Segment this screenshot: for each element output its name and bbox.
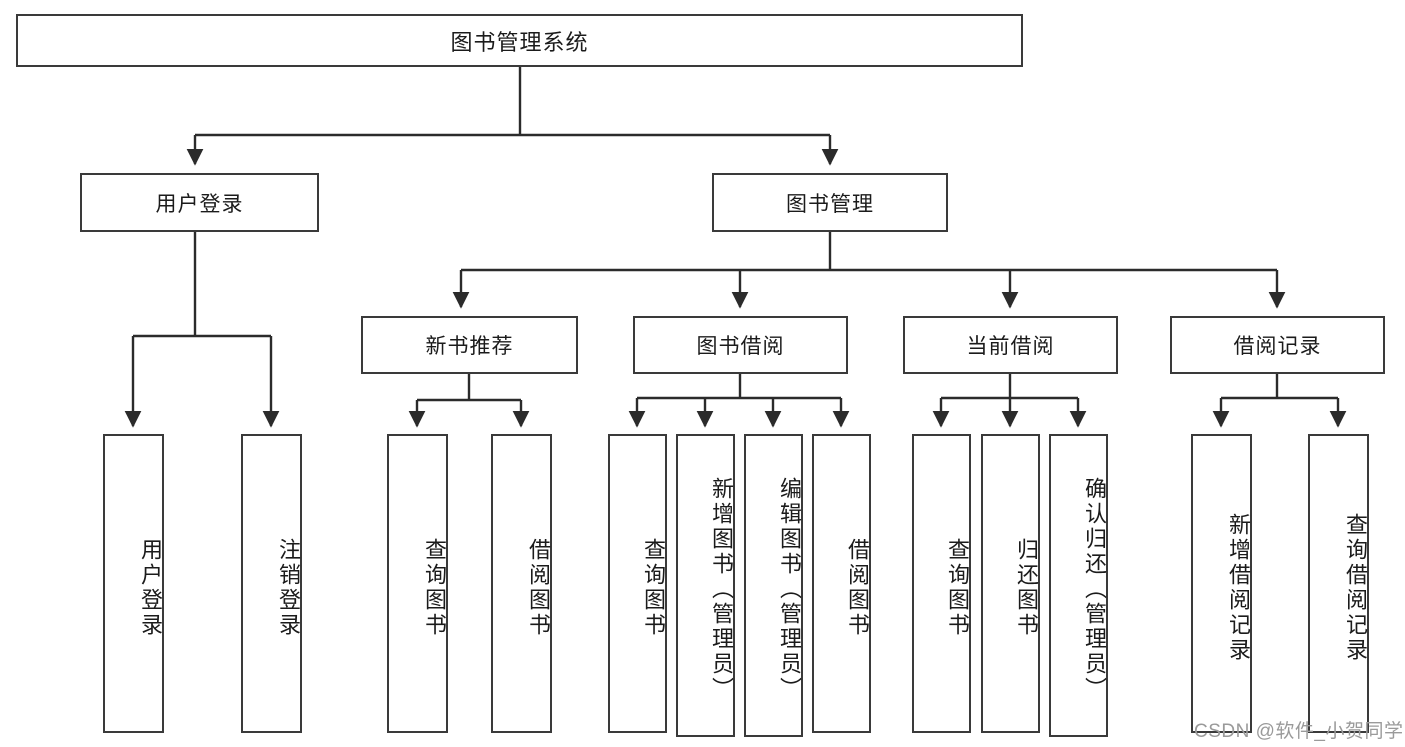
node-label: 查询借阅记录 [1343, 512, 1368, 663]
node-label: 确认归还（管理员） [1082, 477, 1107, 702]
leaf-edit-book[interactable]: 编辑图书（管理员） [744, 434, 803, 737]
leaf-confirm-return[interactable]: 确认归还（管理员） [1049, 434, 1108, 737]
leaf-add-borrow-record[interactable]: 新增借阅记录 [1191, 434, 1252, 733]
node-label: 查询图书 [945, 537, 970, 638]
leaf-user-login[interactable]: 用户登录 [103, 434, 164, 733]
node-label: 查询图书 [641, 537, 666, 638]
leaf-query-book-current[interactable]: 查询图书 [912, 434, 971, 733]
node-label: 编辑图书（管理员） [777, 477, 802, 702]
leaf-query-borrow-record[interactable]: 查询借阅记录 [1308, 434, 1369, 733]
node-current-borrow[interactable]: 当前借阅 [903, 316, 1118, 374]
node-label: 借阅记录 [1233, 335, 1322, 358]
node-label: 注销登录 [276, 537, 301, 638]
node-book-borrow[interactable]: 图书借阅 [633, 316, 848, 374]
leaf-logout-login[interactable]: 注销登录 [241, 434, 302, 733]
node-new-book-recommend[interactable]: 新书推荐 [361, 316, 578, 374]
node-label: 当前借阅 [966, 335, 1055, 358]
csdn-watermark: CSDN @软件_小贺同学 [1194, 721, 1404, 742]
node-label: 图书管理系统 [450, 29, 589, 55]
node-label: 新增图书（管理员） [709, 477, 734, 702]
leaf-query-book-recommend[interactable]: 查询图书 [387, 434, 448, 733]
node-root-system[interactable]: 图书管理系统 [16, 14, 1023, 67]
node-label: 借阅图书 [526, 537, 551, 638]
node-label: 新书推荐 [425, 335, 514, 358]
leaf-borrow-book-recommend[interactable]: 借阅图书 [491, 434, 552, 733]
node-label: 新增借阅记录 [1226, 512, 1251, 663]
leaf-borrow-book-borrow[interactable]: 借阅图书 [812, 434, 871, 733]
node-label: 用户登录 [155, 192, 244, 216]
node-borrow-record[interactable]: 借阅记录 [1170, 316, 1385, 374]
node-user-login[interactable]: 用户登录 [80, 173, 319, 232]
node-label: 图书借阅 [696, 335, 785, 358]
node-label: 借阅图书 [845, 537, 870, 638]
node-label: 用户登录 [138, 537, 163, 638]
node-label: 图书管理 [786, 192, 874, 216]
leaf-return-book[interactable]: 归还图书 [981, 434, 1040, 733]
leaf-query-book-borrow[interactable]: 查询图书 [608, 434, 667, 733]
leaf-add-book[interactable]: 新增图书（管理员） [676, 434, 735, 737]
node-book-management[interactable]: 图书管理 [712, 173, 948, 232]
node-label: 归还图书 [1014, 537, 1039, 638]
node-label: 查询图书 [422, 537, 447, 638]
